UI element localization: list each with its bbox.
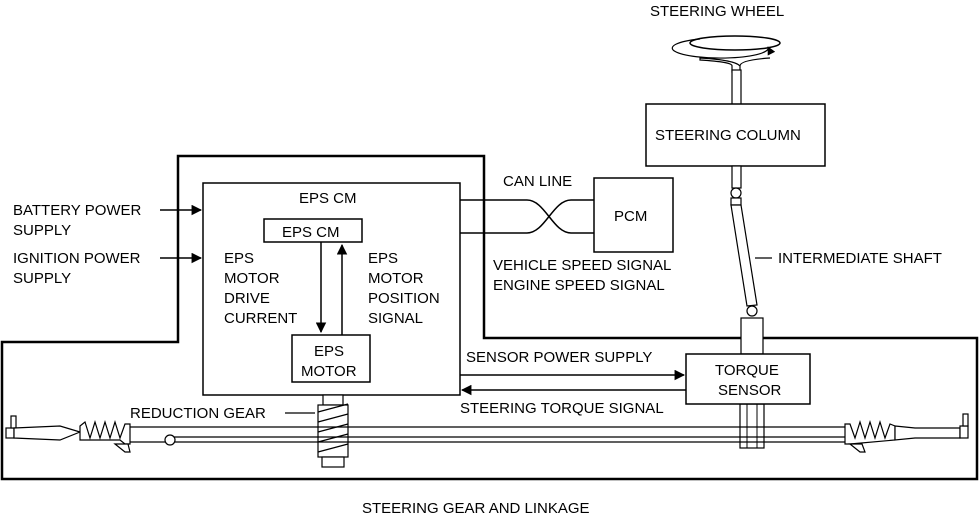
steering-torque-signal-label: STEERING TORQUE SIGNAL — [460, 400, 664, 417]
ignition-power-line1: IGNITION POWER — [13, 250, 141, 267]
can-line-twisted-pair — [460, 199, 594, 234]
yoke-upper — [730, 197, 742, 206]
steering-wheel-label: STEERING WHEEL — [650, 3, 784, 20]
steering-column-box — [645, 103, 826, 167]
eps-motor-label-line2: MOTOR — [301, 363, 357, 380]
battery-power-line1: BATTERY POWER — [13, 202, 142, 219]
ignition-power-line2: SUPPLY — [13, 270, 71, 287]
can-line-label: CAN LINE — [503, 173, 572, 190]
steering-column-label: STEERING COLUMN — [655, 127, 801, 144]
motor-drive-current-line3: DRIVE — [224, 290, 270, 307]
sensor-power-supply-label: SENSOR POWER SUPPLY — [466, 349, 652, 366]
boundary-outline — [0, 154, 979, 481]
lower-universal-joint — [746, 305, 758, 317]
motor-drive-current-line2: MOTOR — [224, 270, 280, 287]
torque-sensor-label-line1: TORQUE — [715, 362, 779, 379]
eps-cm-outer-label: EPS CM — [299, 190, 357, 207]
pcm-box — [593, 177, 674, 253]
upper-universal-joint — [730, 187, 742, 199]
torque-sensor-box — [685, 353, 811, 405]
pinion-shaft-upper — [740, 317, 764, 355]
column-lower-shaft — [731, 165, 742, 189]
battery-power-line2: SUPPLY — [13, 222, 71, 239]
pinion-shaft-lower — [739, 403, 765, 449]
reduction-gear-label: REDUCTION GEAR — [130, 405, 266, 422]
tie-rod-right — [844, 413, 969, 453]
motor-position-signal-line4: SIGNAL — [368, 310, 423, 327]
motor-position-signal-line3: POSITION — [368, 290, 440, 307]
upper-shaft — [731, 69, 742, 106]
steering-rack — [130, 426, 845, 443]
motor-position-signal-line2: MOTOR — [368, 270, 424, 287]
vehicle-speed-signal-label: VEHICLE SPEED SIGNAL — [493, 257, 671, 274]
motor-drive-current-line1: EPS — [224, 250, 254, 267]
eps-motor-label-line1: EPS — [314, 343, 344, 360]
intermediate-shaft-label: INTERMEDIATE SHAFT — [778, 250, 942, 267]
motor-position-signal-line1: EPS — [368, 250, 398, 267]
steering-gear-linkage-caption: STEERING GEAR AND LINKAGE — [362, 500, 590, 517]
tie-rod-left — [5, 415, 131, 453]
steering-wheel — [671, 35, 781, 73]
eps-cm-inner-label: EPS CM — [282, 224, 340, 241]
reduction-gear-worm — [317, 394, 349, 468]
pcm-label: PCM — [614, 208, 647, 225]
engine-speed-signal-label: ENGINE SPEED SIGNAL — [493, 277, 665, 294]
eps-cm-inner-box — [263, 218, 363, 243]
intermediate-shaft — [730, 204, 758, 307]
eps-motor-box — [291, 334, 371, 383]
torque-sensor-label-line2: SENSOR — [718, 382, 782, 399]
motor-drive-current-line4: CURRENT — [224, 310, 297, 327]
rack-mount-left — [164, 434, 176, 446]
